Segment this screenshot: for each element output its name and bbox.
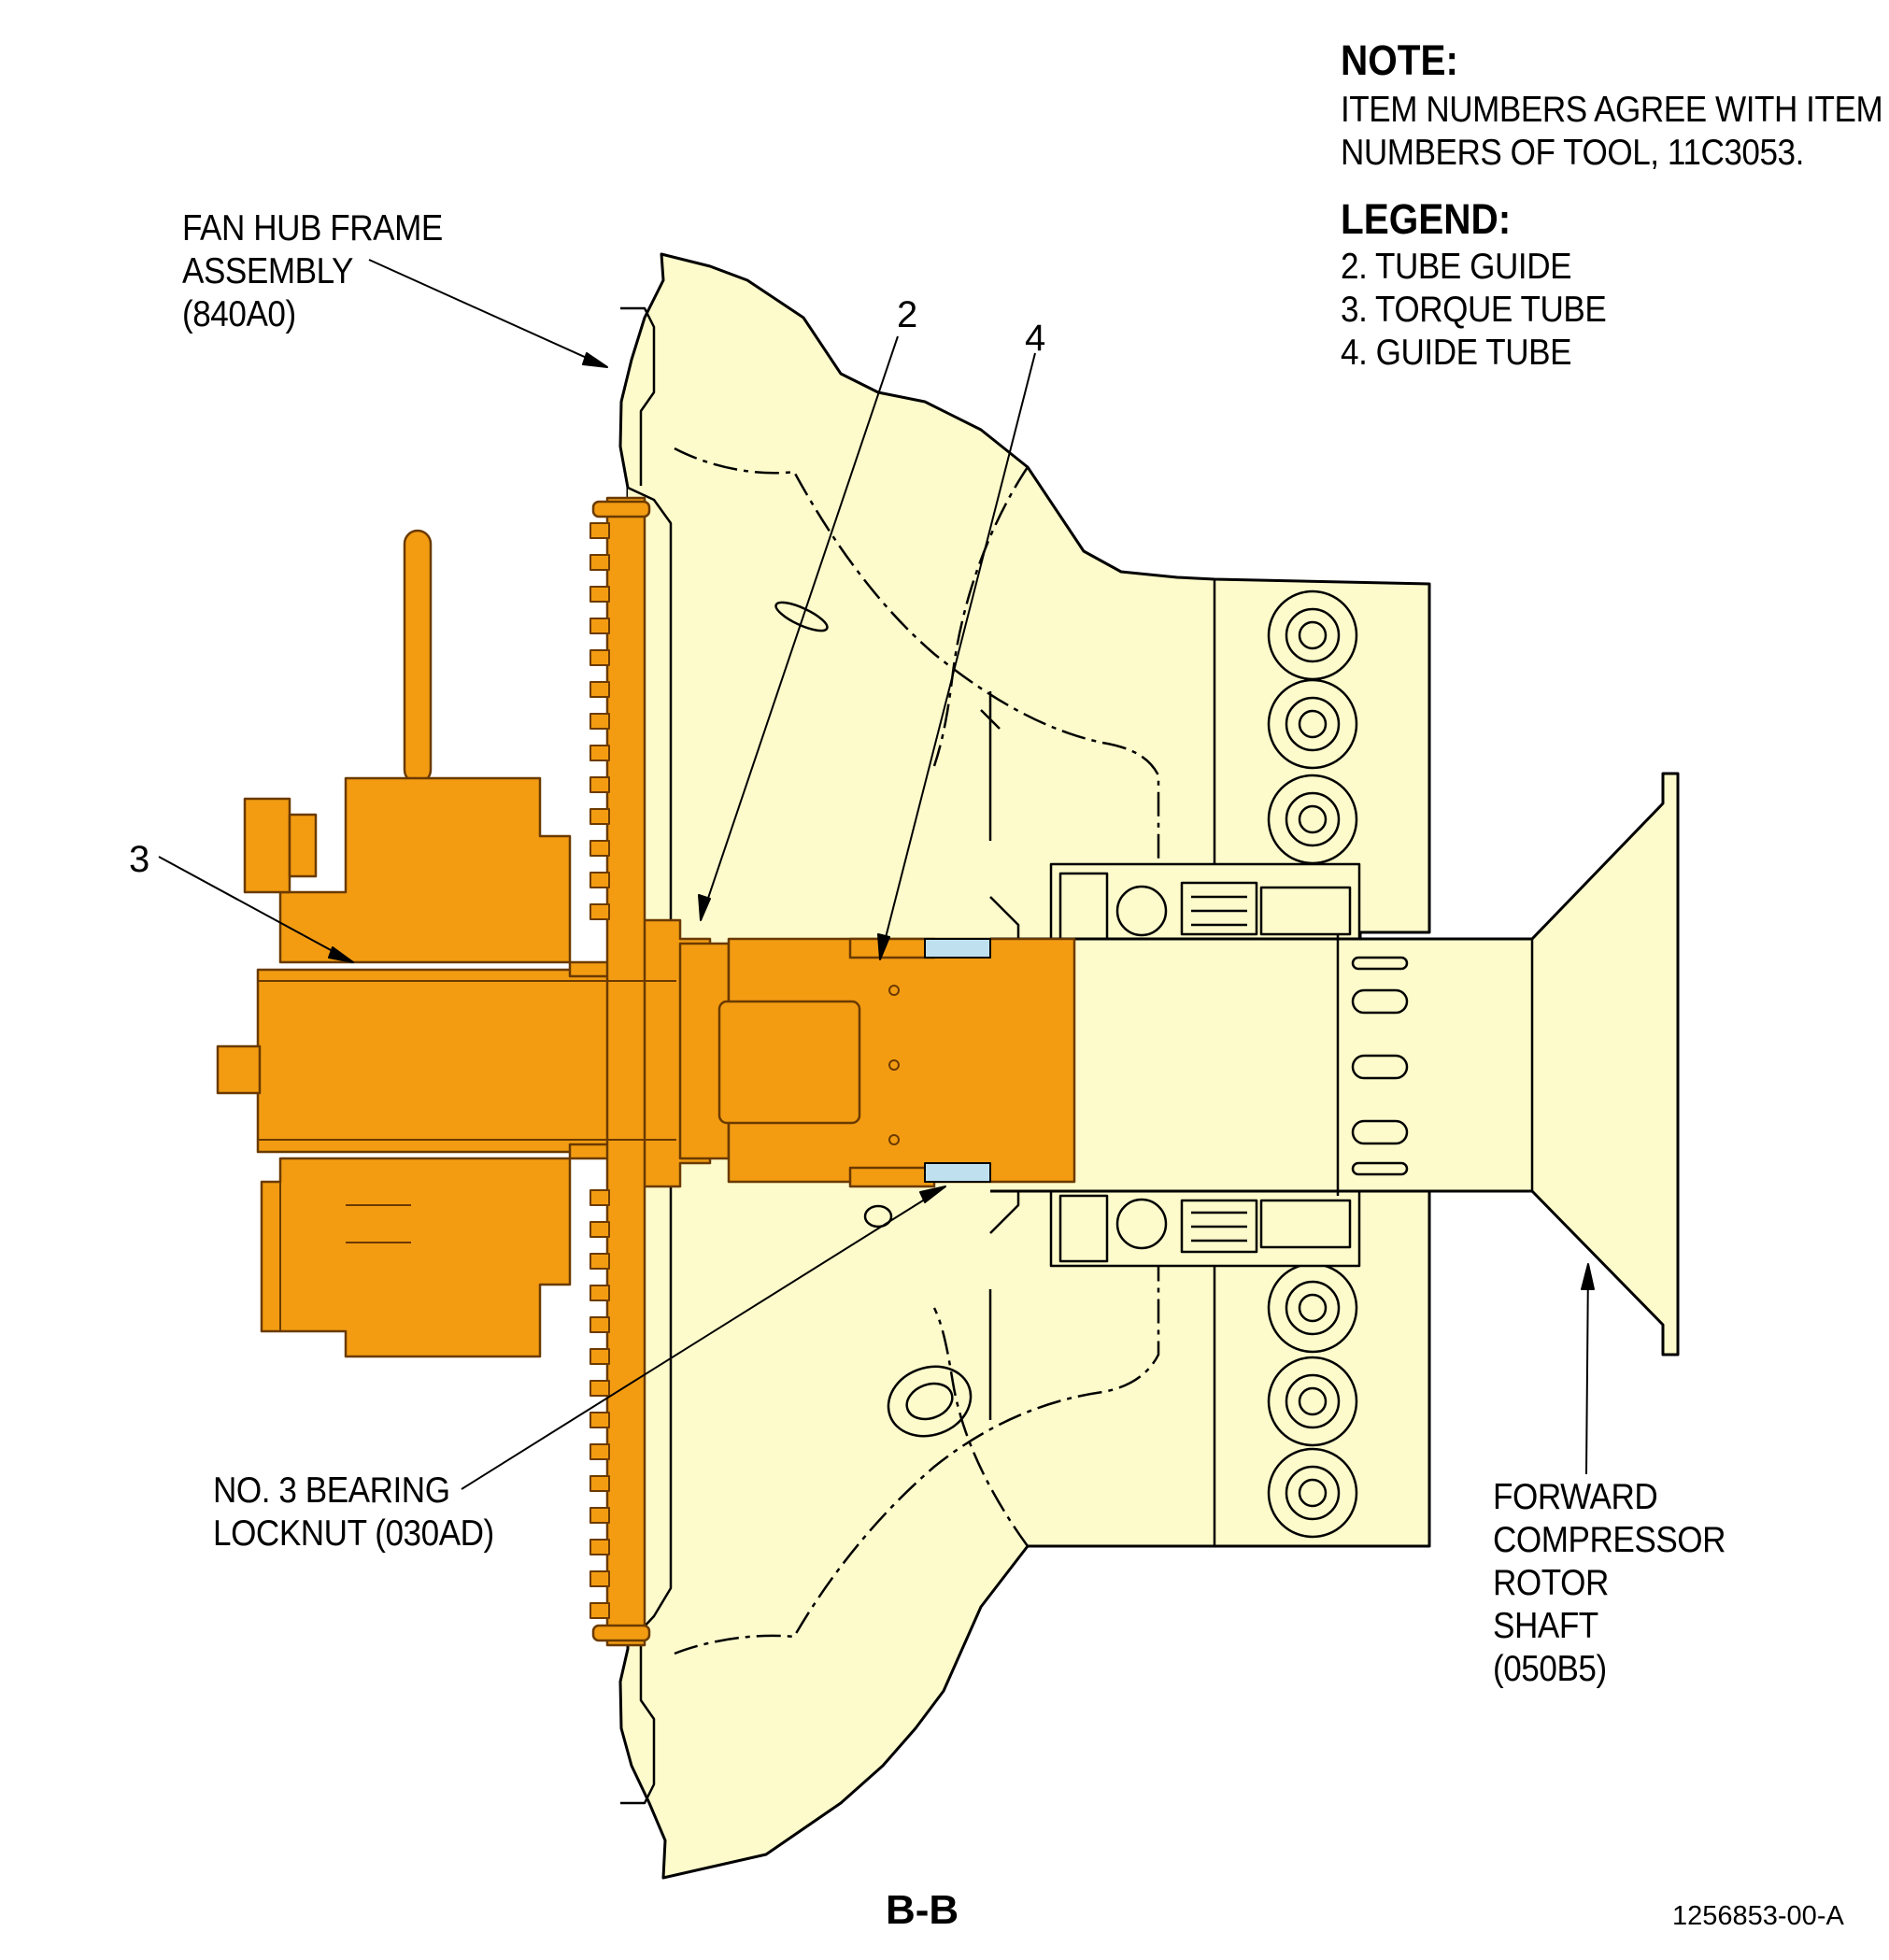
upper-drive-block	[278, 776, 572, 964]
clamp-tooth	[589, 872, 610, 888]
clamp-tooth	[589, 649, 610, 666]
shaft-slots	[1351, 956, 1409, 1176]
clamp-tooth	[589, 1285, 610, 1301]
bolt-row	[1267, 589, 1358, 1539]
legend-item-tube-guide: 2. TUBE GUIDE	[1341, 247, 1572, 287]
callout-bearing-locknut: NO. 3 BEARING LOCKNUT (030AD)	[213, 1470, 494, 1555]
clamp-tooth	[589, 1253, 610, 1270]
web-top	[980, 691, 1001, 841]
clamp-tooth	[589, 713, 610, 730]
slot-bottom-inner	[905, 1382, 954, 1421]
clamp-bolt-bottom	[591, 1624, 651, 1642]
locknut-sleeve-bottom	[924, 1162, 991, 1183]
locknut-sleeve-top	[924, 938, 991, 959]
callout-shaft-line-1: FORWARD	[1493, 1477, 1658, 1517]
callout-fan-hub-line-2: ASSEMBLY	[182, 251, 354, 291]
callout-compressor-rotor-shaft: FORWARD COMPRESSOR ROTOR SHAFT (050B5)	[1493, 1476, 1726, 1691]
rib-top	[932, 466, 1030, 767]
callout-fan-hub-frame: FAN HUB FRAME ASSEMBLY (840A0)	[182, 207, 443, 336]
bearing-assembly-bottom	[989, 1185, 1361, 1268]
clamp-plate-teeth	[589, 522, 610, 1619]
bearing-assembly-top	[989, 862, 1361, 944]
clamp-tooth	[589, 903, 610, 920]
clamp-tooth	[589, 808, 610, 825]
clamp-tooth	[589, 1443, 610, 1460]
clamp-tooth	[589, 776, 610, 793]
callout-shaft-line-4: SHAFT	[1493, 1606, 1598, 1646]
clamp-tooth	[589, 1539, 610, 1555]
clamp-tooth	[589, 840, 610, 857]
clamp-tooth	[589, 745, 610, 761]
callout-shaft-line-2: COMPRESSOR	[1493, 1520, 1726, 1560]
note-text: ITEM NUMBERS AGREE WITH ITEM NUMBERS OF …	[1341, 89, 1883, 175]
flange-step-bottom	[620, 1644, 656, 1805]
clamp-tooth	[589, 1507, 610, 1524]
legend-item-torque-tube: 3. TORQUE TUBE	[1341, 290, 1607, 330]
flange-step-top	[620, 306, 656, 486]
callout-item-3: 3	[129, 839, 150, 880]
clamp-tooth	[589, 1602, 610, 1619]
clamp-tooth	[589, 1316, 610, 1333]
note-heading: NOTE:	[1341, 36, 1458, 84]
figure-number: 1256853-00-A	[1672, 1901, 1844, 1931]
note-line-1: ITEM NUMBERS AGREE WITH ITEM	[1341, 90, 1883, 130]
clamp-tooth	[589, 1475, 610, 1492]
callout-item-4: 4	[1025, 318, 1046, 359]
callout-locknut-line-2: LOCKNUT (030AD)	[213, 1513, 494, 1554]
view-label: B-B	[886, 1887, 959, 1933]
clamp-tooth	[589, 1380, 610, 1397]
legend-heading: LEGEND:	[1341, 195, 1512, 243]
torque-tube-nose	[216, 1044, 262, 1095]
legend-item-guide-tube: 4. GUIDE TUBE	[1341, 333, 1572, 373]
clamp-bolt-top	[591, 500, 651, 518]
clamp-tooth	[589, 522, 610, 539]
note-line-2: NUMBERS OF TOOL, 11C3053.	[1341, 133, 1804, 173]
clamp-tooth	[589, 618, 610, 634]
callout-item-2: 2	[897, 294, 918, 335]
callout-shaft-line-5: (050B5)	[1493, 1649, 1607, 1689]
rib-bottom	[932, 1307, 1030, 1547]
lower-drive-block	[260, 1157, 572, 1358]
clamp-tooth	[589, 681, 610, 698]
guide-tube-step-bottom	[848, 1166, 936, 1188]
guide-tube-window	[717, 1000, 861, 1125]
compressor-rotor-shaft	[990, 772, 1680, 1356]
housing-inner-contour-bottom	[674, 1243, 1160, 1655]
upper-knob-cap	[288, 813, 318, 878]
clamp-tooth	[589, 1412, 610, 1428]
callout-fan-hub-line-3: (840A0)	[182, 294, 296, 334]
callout-shaft-line-3: ROTOR	[1493, 1563, 1609, 1603]
housing-inner-contour-top	[674, 447, 1160, 897]
clamp-tooth	[589, 586, 610, 603]
legend-list: 2. TUBE GUIDE 3. TORQUE TUBE 4. GUIDE TU…	[1341, 246, 1607, 375]
callout-fan-hub-line-1: FAN HUB FRAME	[182, 208, 443, 249]
clamp-tooth	[589, 554, 610, 571]
slot-bottom-outer	[887, 1365, 973, 1438]
upper-knob	[243, 797, 291, 894]
clamp-tooth	[589, 1189, 610, 1206]
clamp-tooth	[589, 1221, 610, 1238]
tool-handle	[403, 529, 433, 785]
clamp-tooth	[589, 1570, 610, 1587]
clamp-plate	[605, 496, 646, 1647]
guide-tube-step-top	[848, 937, 936, 959]
slot-small-bottom	[863, 1204, 893, 1229]
callout-locknut-line-1: NO. 3 BEARING	[213, 1470, 450, 1511]
clamp-tooth	[589, 1348, 610, 1365]
